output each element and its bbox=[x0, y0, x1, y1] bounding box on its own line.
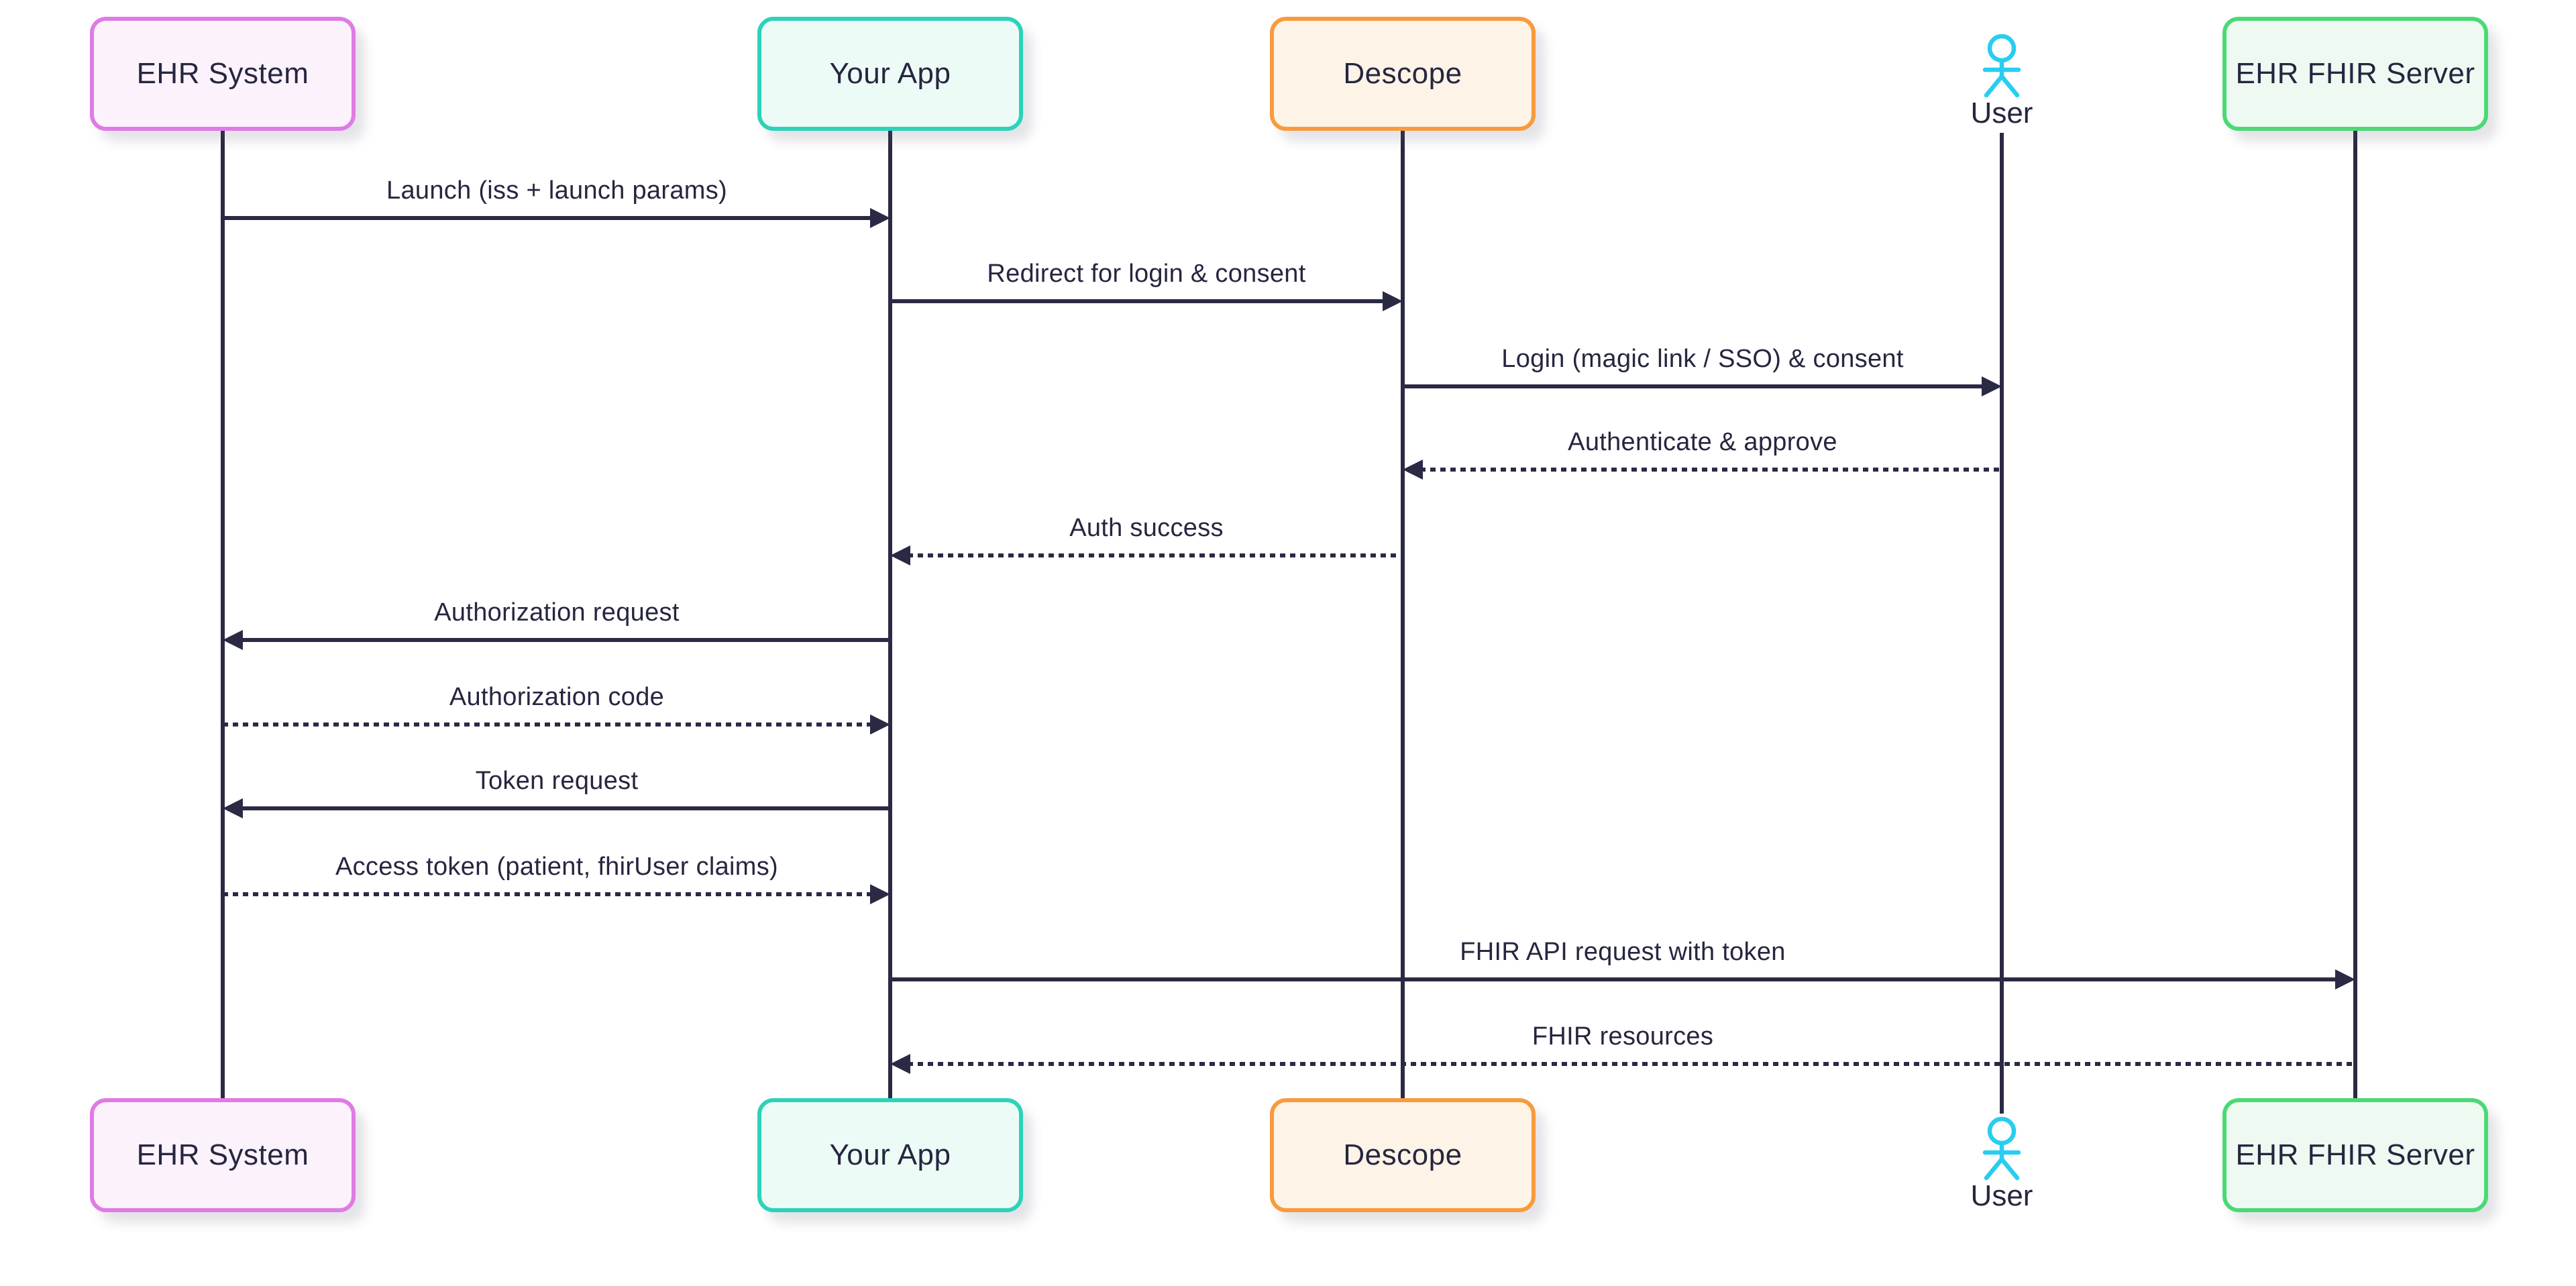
lifeline-descope bbox=[1401, 131, 1405, 1098]
lifeline-ehr-fhir-server bbox=[2353, 131, 2357, 1098]
message-arrow bbox=[223, 892, 873, 896]
message-label: Auth success bbox=[1069, 514, 1224, 542]
message-arrow bbox=[240, 638, 890, 642]
participant-ehr-system-bottom: EHR System bbox=[90, 1098, 356, 1212]
message-arrow bbox=[223, 722, 873, 727]
arrowhead bbox=[1982, 376, 2002, 396]
message-label: Launch (iss + launch params) bbox=[386, 176, 727, 205]
message-label: Access token (patient, fhirUser claims) bbox=[335, 853, 779, 881]
message-arrow bbox=[890, 299, 1385, 303]
participant-ehr-system-top: EHR System bbox=[90, 17, 356, 131]
message-arrow bbox=[1420, 468, 2002, 472]
arrowhead bbox=[1403, 460, 1423, 480]
message-label: Login (magic link / SSO) & consent bbox=[1501, 345, 1904, 373]
message-label: FHIR API request with token bbox=[1460, 938, 1786, 966]
message-label: Token request bbox=[475, 767, 639, 795]
lifeline-your-app bbox=[888, 131, 892, 1098]
user-actor-icon bbox=[1982, 34, 2021, 98]
arrowhead bbox=[890, 1054, 910, 1074]
message-arrow bbox=[240, 806, 890, 810]
participant-label: Your App bbox=[829, 1138, 951, 1171]
participant-label: EHR System bbox=[136, 57, 309, 90]
participant-user-bottom-label: User bbox=[1970, 1179, 2033, 1212]
message-label: Authorization code bbox=[449, 683, 665, 711]
participant-label: Your App bbox=[829, 57, 951, 90]
participant-label: EHR FHIR Server bbox=[2235, 57, 2475, 90]
lifeline-ehr-system bbox=[221, 131, 225, 1098]
arrowhead bbox=[870, 714, 890, 735]
message-arrow bbox=[908, 553, 1403, 557]
message-arrow bbox=[890, 977, 2338, 981]
message-label: Authenticate & approve bbox=[1568, 428, 1837, 456]
arrowhead bbox=[1383, 291, 1403, 311]
arrowhead bbox=[2335, 969, 2355, 989]
message-label: Authorization request bbox=[434, 598, 680, 627]
message-arrow bbox=[1403, 384, 1984, 388]
participant-label: EHR System bbox=[136, 1138, 309, 1171]
user-actor-icon bbox=[1982, 1116, 2021, 1181]
participant-ehr-fhir-server-bottom: EHR FHIR Server bbox=[2222, 1098, 2488, 1212]
arrowhead bbox=[223, 630, 243, 650]
lifeline-user bbox=[2000, 133, 2004, 1114]
participant-ehr-fhir-server-top: EHR FHIR Server bbox=[2222, 17, 2488, 131]
participant-label: EHR FHIR Server bbox=[2235, 1138, 2475, 1171]
arrowhead bbox=[870, 208, 890, 228]
message-label: FHIR resources bbox=[1532, 1022, 1714, 1051]
arrowhead bbox=[870, 884, 890, 904]
participant-label: Descope bbox=[1343, 1138, 1462, 1171]
message-arrow bbox=[908, 1062, 2355, 1066]
participant-descope-bottom: Descope bbox=[1270, 1098, 1536, 1212]
participant-your-app-bottom: Your App bbox=[757, 1098, 1023, 1212]
arrowhead bbox=[223, 798, 243, 818]
participant-descope-top: Descope bbox=[1270, 17, 1536, 131]
message-label: Redirect for login & consent bbox=[987, 260, 1306, 288]
participant-label: Descope bbox=[1343, 57, 1462, 90]
message-arrow bbox=[223, 216, 873, 220]
participant-your-app-top: Your App bbox=[757, 17, 1023, 131]
participant-user-top-label: User bbox=[1970, 97, 2033, 129]
arrowhead bbox=[890, 545, 910, 566]
